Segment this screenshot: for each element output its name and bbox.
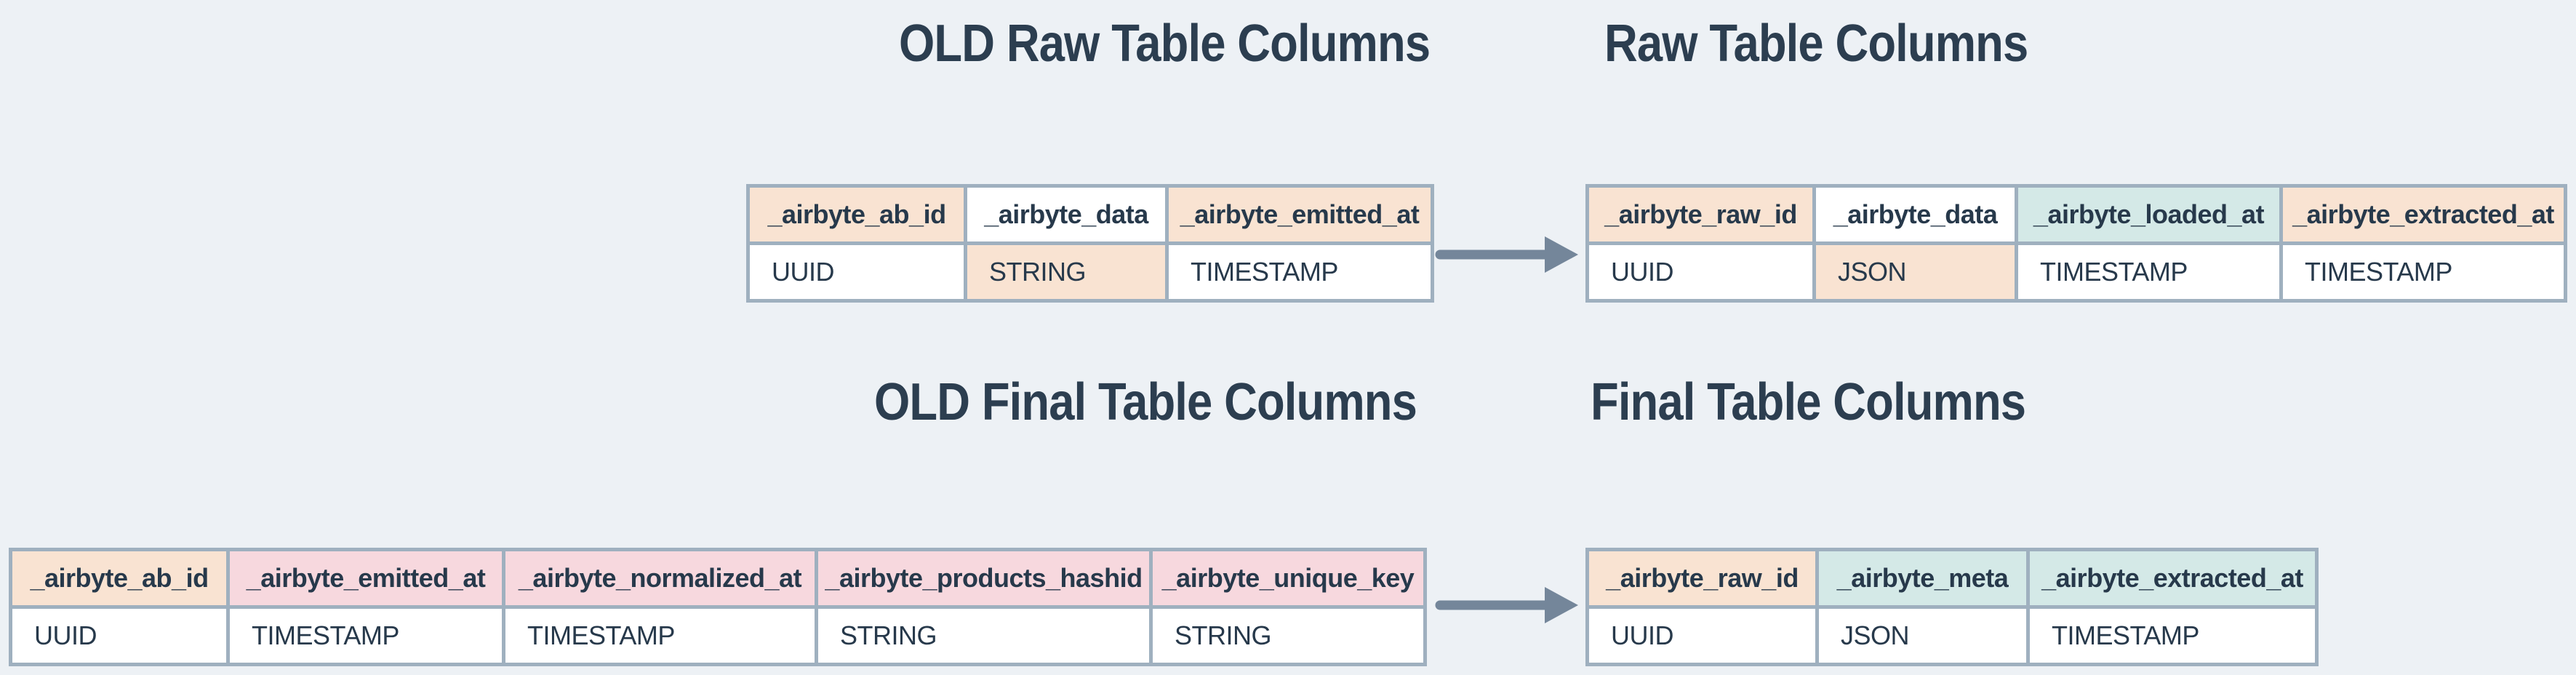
column-header-cell: _airbyte_ab_id <box>750 188 964 241</box>
column-header-cell: _airbyte_data <box>967 188 1165 241</box>
final-table-title: Final Table Columns <box>1591 373 2026 431</box>
column-header-cell: _airbyte_unique_key <box>1153 551 1423 605</box>
column-type-cell: UUID <box>1589 245 1812 299</box>
column-header-cell: _airbyte_emitted_at <box>1169 188 1431 241</box>
column-header-cell: _airbyte_emitted_at <box>230 551 502 605</box>
column-type-cell: STRING <box>818 609 1149 663</box>
column-header-cell: _airbyte_normalized_at <box>505 551 815 605</box>
column-type-cell: STRING <box>1153 609 1423 663</box>
column-type-cell: TIMESTAMP <box>2018 245 2279 299</box>
final-table: _airbyte_raw_id_airbyte_meta_airbyte_ext… <box>1585 548 2319 666</box>
column-header-cell: _airbyte_products_hashid <box>818 551 1149 605</box>
raw-table-title: Raw Table Columns <box>1604 15 2028 73</box>
column-header-cell: _airbyte_meta <box>1819 551 2026 605</box>
right-arrow-icon <box>1435 236 1578 273</box>
old-raw-table-title: OLD Raw Table Columns <box>899 15 1431 73</box>
column-header-cell: _airbyte_data <box>1816 188 2015 241</box>
column-type-cell: UUID <box>12 609 226 663</box>
column-type-cell: TIMESTAMP <box>2283 245 2564 299</box>
column-type-cell: JSON <box>1816 245 2015 299</box>
old-final-table: _airbyte_ab_id_airbyte_emitted_at_airbyt… <box>9 548 1427 666</box>
column-header-cell: _airbyte_extracted_at <box>2283 188 2564 241</box>
raw-table: _airbyte_raw_id_airbyte_data_airbyte_loa… <box>1585 184 2567 303</box>
column-header-cell: _airbyte_raw_id <box>1589 188 1812 241</box>
old-raw-table: _airbyte_ab_id_airbyte_data_airbyte_emit… <box>746 184 1434 303</box>
right-arrow-icon <box>1435 587 1578 623</box>
column-type-cell: TIMESTAMP <box>230 609 502 663</box>
column-type-cell: TIMESTAMP <box>1169 245 1431 299</box>
column-type-cell: UUID <box>1589 609 1815 663</box>
column-type-cell: JSON <box>1819 609 2026 663</box>
column-header-cell: _airbyte_extracted_at <box>2030 551 2315 605</box>
column-type-cell: STRING <box>967 245 1165 299</box>
column-header-cell: _airbyte_raw_id <box>1589 551 1815 605</box>
column-type-cell: TIMESTAMP <box>2030 609 2315 663</box>
column-header-cell: _airbyte_loaded_at <box>2018 188 2279 241</box>
old-final-table-title: OLD Final Table Columns <box>874 373 1417 431</box>
column-type-cell: TIMESTAMP <box>505 609 815 663</box>
column-type-cell: UUID <box>750 245 964 299</box>
column-header-cell: _airbyte_ab_id <box>12 551 226 605</box>
